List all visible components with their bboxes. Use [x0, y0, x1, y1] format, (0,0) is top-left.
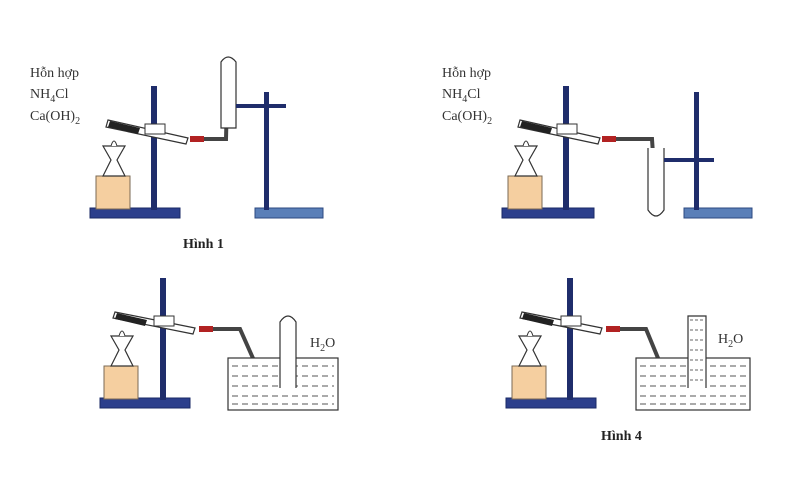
clamp-arm [236, 104, 286, 108]
caoh2-text-2: Ca(OH)2 [442, 109, 492, 127]
alcohol-lamp [101, 145, 127, 177]
stand-rod-2 [264, 92, 269, 210]
stand-base [99, 397, 191, 409]
mixture-label-2: Hỗn hợp NH4Cl Ca(OH)2 [442, 66, 492, 127]
wooden-block [95, 175, 131, 210]
alcohol-lamp [109, 335, 135, 367]
clamp-arm [664, 158, 714, 162]
figure-3: H2O [99, 278, 339, 411]
stand-rod [160, 278, 166, 400]
mixture-text-2: Hỗn hợp [442, 66, 491, 81]
flame-icon [522, 140, 530, 147]
stand-base [505, 397, 597, 409]
figure-4-caption: Hình 4 [601, 429, 642, 444]
stand-rod [151, 86, 157, 210]
collection-tube [647, 148, 665, 217]
stand-rod-2 [694, 92, 699, 210]
rubber-connector [190, 136, 204, 142]
tube-water [690, 319, 704, 381]
mixture-label: Hỗn hợp NH4Cl Ca(OH)2 [30, 66, 80, 127]
flame-icon [110, 140, 118, 147]
inverted-tube [220, 56, 237, 129]
inverted-tube [279, 315, 297, 388]
figure-1-caption: Hình 1 [183, 237, 224, 252]
flame-icon [118, 330, 126, 337]
stand-base-2 [254, 207, 324, 219]
clamp [556, 123, 578, 135]
rubber-connector [606, 326, 620, 332]
solid-mixture [115, 313, 147, 326]
mixture-text: Hỗn hợp [30, 66, 79, 81]
stand-rod [567, 278, 573, 400]
water-label: H2O [310, 336, 335, 354]
clamp [153, 315, 175, 327]
solid-mixture [520, 121, 552, 134]
wooden-block [511, 365, 547, 400]
figure-4: H2O Hình 4 [505, 278, 751, 444]
stand-rod [563, 86, 569, 210]
solid-mixture [108, 121, 140, 134]
clamp [560, 315, 582, 327]
stand-base [89, 207, 181, 219]
figure-2: Hỗn hợp NH4Cl Ca(OH)2 [442, 66, 753, 219]
inverted-tube [687, 315, 707, 388]
nh4cl-text-2: NH4Cl [442, 87, 481, 105]
stand-base-2 [683, 207, 753, 219]
caoh2-text: Ca(OH)2 [30, 109, 80, 127]
nh4cl-text: NH4Cl [30, 87, 69, 105]
figure-1: Hỗn hợp NH4Cl Ca(OH)2 Hình 1 [30, 56, 324, 252]
rubber-connector [199, 326, 213, 332]
rubber-connector [602, 136, 616, 142]
alcohol-lamp [513, 145, 539, 177]
stand-base [501, 207, 595, 219]
solid-mixture [522, 313, 554, 326]
wooden-block [103, 365, 139, 400]
flame-icon [526, 330, 534, 337]
alcohol-lamp [517, 335, 543, 367]
water-label: H2O [718, 332, 743, 350]
wooden-block [507, 175, 543, 210]
clamp [144, 123, 166, 135]
